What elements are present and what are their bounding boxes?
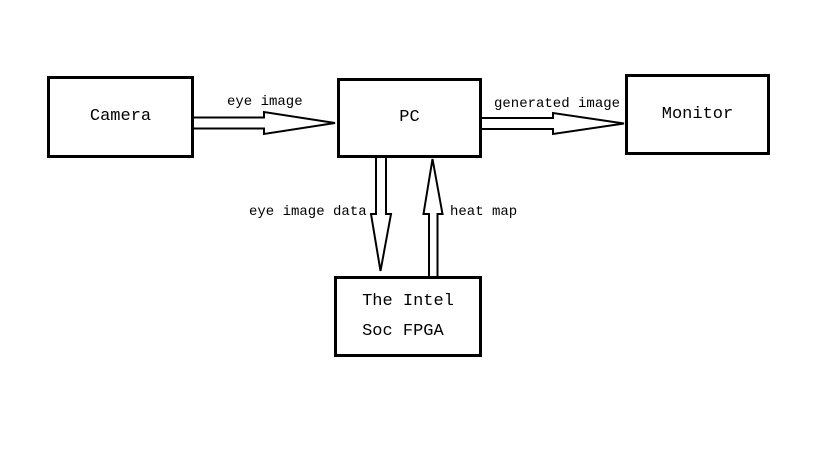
node-monitor: Monitor	[625, 74, 770, 155]
node-camera: Camera	[47, 76, 194, 158]
arrow-pc-to-monitor-icon	[480, 111, 625, 136]
node-pc: PC	[337, 78, 482, 158]
node-camera-label: Camera	[89, 107, 152, 126]
edge-label-eye-image-data: eye image data	[249, 204, 367, 220]
arrow-camera-to-pc-icon	[191, 110, 336, 136]
node-fpga: The Intel Soc FPGA	[334, 276, 482, 357]
node-pc-label: PC	[399, 108, 420, 127]
arrow-fpga-to-pc-icon	[422, 158, 444, 279]
edge-label-eye-image: eye image	[227, 94, 303, 110]
arrow-pc-to-fpga-icon	[369, 155, 393, 272]
node-monitor-label: Monitor	[661, 104, 734, 124]
node-fpga-label: The Intel Soc FPGA	[362, 291, 454, 341]
edge-label-generated-image: generated image	[494, 96, 621, 112]
edge-label-heat-map: heat map	[450, 204, 518, 220]
